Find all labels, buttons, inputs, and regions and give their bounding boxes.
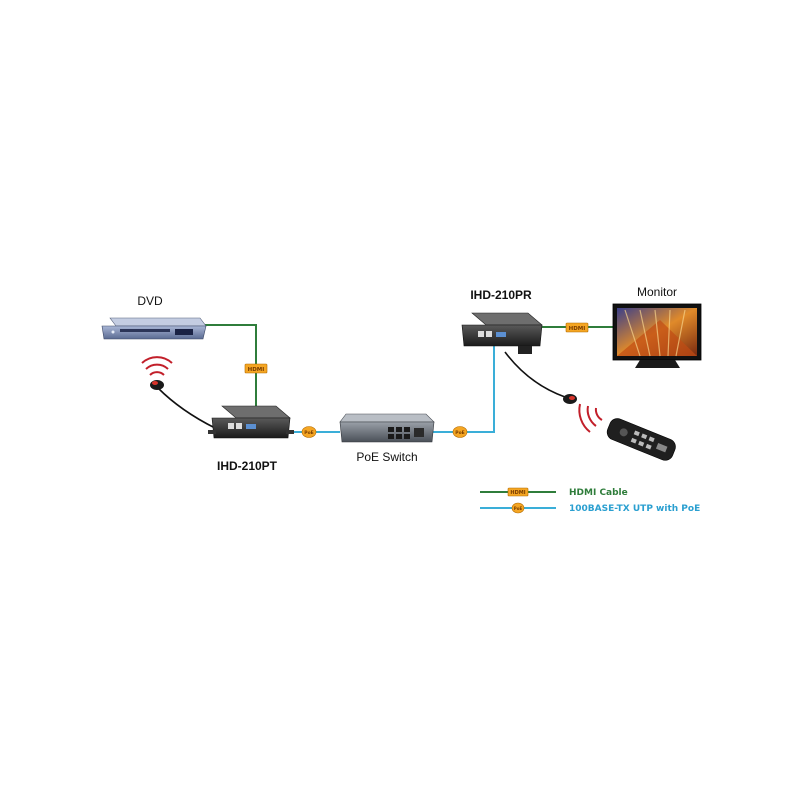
poe-tag-text: PoE — [304, 430, 313, 436]
poe-tag-text: PoE — [455, 430, 464, 436]
ir-receiver-receiver — [504, 351, 577, 404]
receiver-device — [461, 312, 543, 354]
poe-switch — [339, 413, 435, 443]
ir-signal-icon — [578, 403, 603, 433]
hdmi-tag-monitor: HDMI — [565, 322, 589, 333]
hdmi-tag-text: HDMI — [248, 367, 265, 373]
legend: HDMI HDMI Cable PoE 100BASE-TX UTP with … — [480, 487, 700, 514]
ir-signal-icon — [141, 356, 173, 376]
dvd-player — [101, 317, 207, 340]
poe-switch-label: PoE Switch — [356, 450, 417, 464]
hdmi-tag-dvd: HDMI — [244, 363, 268, 374]
legend-hdmi-label: HDMI Cable — [569, 488, 628, 498]
legend-hdmi: HDMI HDMI Cable — [480, 487, 628, 498]
monitor-label: Monitor — [637, 285, 677, 299]
hdmi-cable-dvd-to-transmitter — [203, 324, 257, 410]
poe-cable-switch-to-receiver — [432, 345, 495, 433]
transmitter-device — [208, 405, 294, 439]
remote-control — [606, 418, 676, 461]
poe-tag-receiver: PoE — [452, 426, 468, 438]
monitor — [612, 303, 702, 368]
ir-receiver-transmitter — [150, 380, 216, 429]
hdmi-tag-text: HDMI — [569, 326, 586, 332]
legend-poe-tag-text: PoE — [514, 506, 523, 511]
transmitter-label: IHD-210PT — [217, 459, 278, 473]
legend-poe: PoE 100BASE-TX UTP with PoE — [480, 502, 700, 514]
legend-hdmi-tag-text: HDMI — [510, 490, 525, 496]
poe-tag-transmitter: PoE — [301, 426, 317, 438]
dvd-label: DVD — [137, 294, 163, 308]
legend-poe-label: 100BASE-TX UTP with PoE — [569, 504, 700, 514]
receiver-label: IHD-210PR — [470, 288, 532, 302]
